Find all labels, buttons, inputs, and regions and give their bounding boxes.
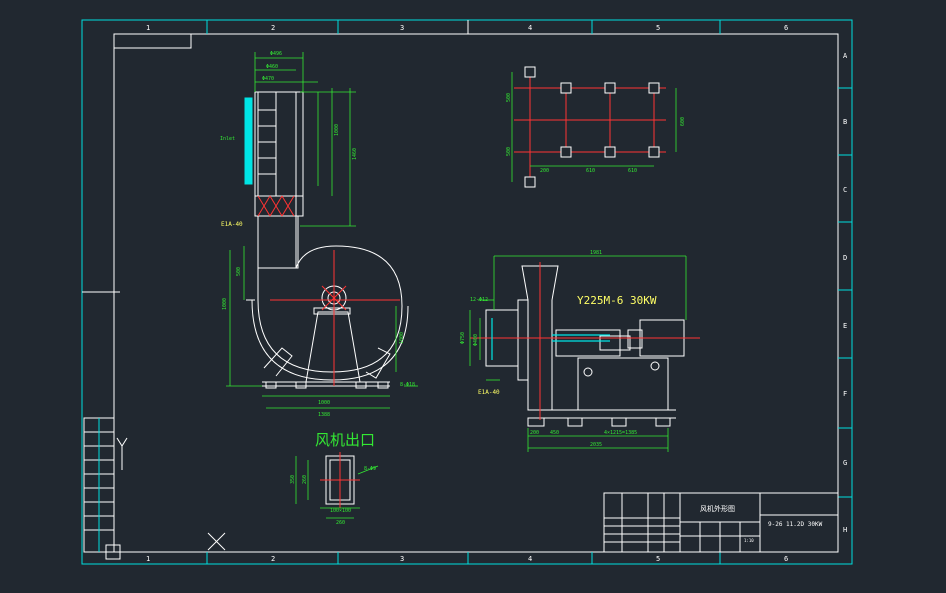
- svg-text:Φ750: Φ750: [460, 332, 466, 344]
- motor-label: Y225M-6 30KW: [577, 294, 657, 307]
- svg-text:Inlet: Inlet: [220, 136, 235, 142]
- svg-text:260: 260: [302, 475, 308, 484]
- col-label-top: 6: [784, 24, 788, 32]
- row-label-right: C: [843, 186, 847, 194]
- holes-note: 12-Φ12: [470, 297, 488, 303]
- svg-text:260: 260: [336, 520, 345, 526]
- col-label-top: 3: [400, 24, 404, 32]
- svg-text:350: 350: [290, 475, 296, 484]
- svg-text:2035: 2035: [590, 442, 602, 448]
- row-label-right: E: [843, 322, 847, 330]
- svg-text:8-Φ9: 8-Φ9: [364, 466, 376, 472]
- row-label-right: G: [843, 459, 847, 467]
- svg-text:1000: 1000: [399, 332, 405, 344]
- svg-text:610: 610: [586, 168, 595, 174]
- svg-text:600: 600: [680, 117, 686, 126]
- col-label-bottom: 3: [400, 555, 404, 563]
- col-label-top: 1: [146, 24, 150, 32]
- svg-text:1000: 1000: [222, 298, 228, 310]
- svg-text:Φ470: Φ470: [262, 76, 274, 82]
- col-label-bottom: 6: [784, 555, 788, 563]
- svg-text:1981: 1981: [590, 250, 602, 256]
- row-label-right: B: [843, 118, 847, 126]
- foundation-plan: 610 610 200 600 500 500: [506, 66, 686, 188]
- col-label-bottom: 4: [528, 555, 532, 563]
- row-label-right: H: [843, 526, 847, 534]
- svg-text:Φ460: Φ460: [266, 64, 278, 70]
- col-label-top: 2: [271, 24, 275, 32]
- outlet-title: 风机出口: [315, 431, 375, 449]
- svg-text:1000: 1000: [318, 400, 330, 406]
- col-label-bottom: 1: [146, 555, 150, 563]
- drawing-frame: [81, 19, 853, 565]
- svg-text:200: 200: [540, 168, 549, 174]
- col-label-bottom: 5: [656, 555, 660, 563]
- svg-text:100×100: 100×100: [330, 508, 351, 514]
- fan-front-view: Φ496 Φ460 Φ470 1000 1460 500 1000 1000 1…: [220, 51, 418, 418]
- svg-text:500: 500: [236, 267, 242, 276]
- svg-text:1460: 1460: [352, 148, 358, 160]
- border-zone-labels: 1 2 3 4 5 6 1 2 3 4 5 6 A B C D E F G H: [146, 24, 848, 563]
- row-label-right: F: [843, 390, 847, 398]
- flange-note-bottom: E1A-40: [478, 389, 500, 396]
- svg-text:500: 500: [506, 93, 512, 102]
- flange-note-left: E1A-40: [221, 221, 243, 228]
- svg-text:1388: 1388: [318, 412, 330, 418]
- col-label-bottom: 2: [271, 555, 275, 563]
- scale-value: 1:10: [744, 538, 754, 543]
- model-number: 9-26 11.2D 30KW: [768, 521, 823, 528]
- svg-text:Φ400: Φ400: [473, 334, 479, 346]
- col-label-top: 4: [528, 24, 532, 32]
- col-label-top: 5: [656, 24, 660, 32]
- foundation-bolt-note: 8-Φ18: [400, 382, 415, 388]
- fan-outlet-detail: 风机出口 350 260 100×100 260 8-Φ9: [290, 431, 379, 526]
- svg-text:610: 610: [628, 168, 637, 174]
- revision-strip: [83, 417, 121, 560]
- viewport-cross-icon: [207, 532, 226, 551]
- svg-text:Φ496: Φ496: [270, 51, 282, 57]
- svg-text:200: 200: [530, 430, 539, 436]
- svg-text:1000: 1000: [334, 124, 340, 136]
- ucs-y-axis-icon: [116, 437, 128, 470]
- drawing-title: 风机外形图: [700, 504, 735, 513]
- svg-text:500: 500: [506, 147, 512, 156]
- row-label-right: A: [843, 52, 848, 60]
- svg-text:4×1215=1385: 4×1215=1385: [604, 430, 637, 436]
- title-block: 风机外形图 9-26 11.2D 30KW 1:10: [603, 492, 839, 553]
- fan-side-view: 1981 Φ750 Φ400 450 4×1215=1385 2035 200 …: [460, 250, 700, 452]
- row-label-right: D: [843, 254, 847, 262]
- svg-text:450: 450: [550, 430, 559, 436]
